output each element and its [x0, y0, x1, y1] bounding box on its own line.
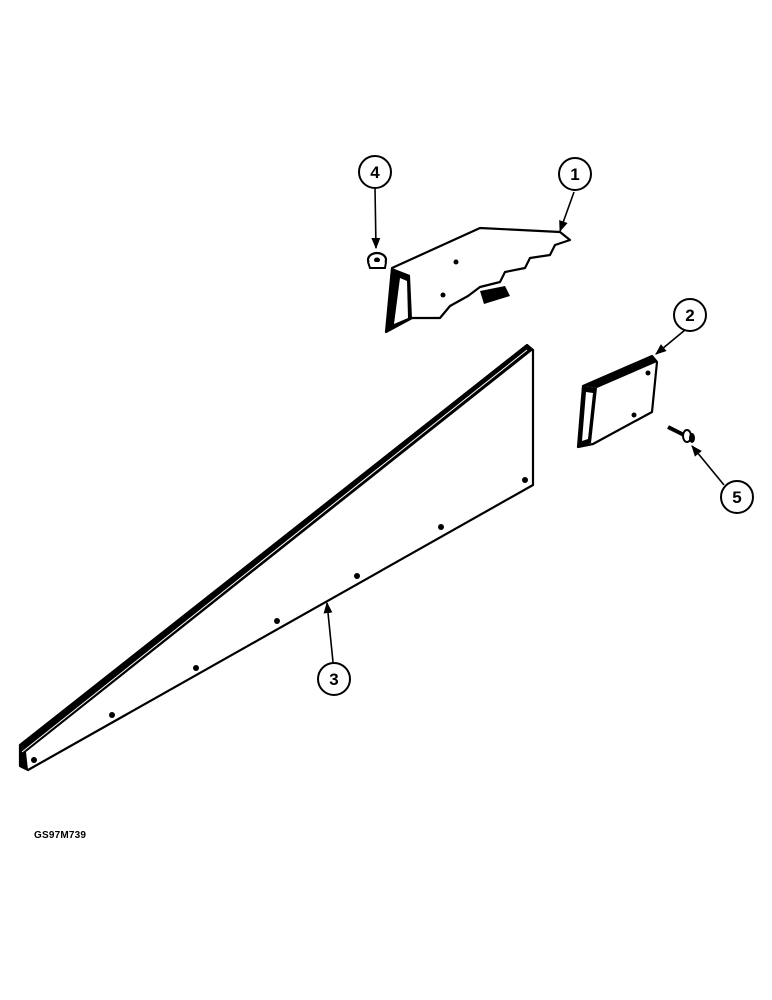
- callout-4: 4: [358, 155, 392, 189]
- callout-2: 2: [673, 298, 707, 332]
- leader-5: [691, 445, 725, 486]
- upper-stepped-plate: [384, 226, 572, 334]
- callout-label: 3: [329, 670, 338, 689]
- callout-label: 4: [370, 163, 380, 182]
- leader-4: [371, 187, 381, 250]
- callout-3: 3: [317, 662, 351, 696]
- figure-id: GS97M739: [34, 830, 87, 841]
- small-plate: [576, 354, 659, 449]
- leader-1: [559, 191, 575, 233]
- callout-5: 5: [720, 480, 754, 514]
- leader-lines: [323, 187, 725, 663]
- callout-label: 1: [570, 165, 579, 184]
- leader-3: [323, 601, 334, 663]
- nut: [366, 251, 388, 269]
- leader-2: [655, 329, 686, 355]
- callout-label: 2: [685, 306, 694, 325]
- bolt: [667, 425, 695, 443]
- triangular-panel: [18, 343, 535, 772]
- callout-label: 5: [732, 488, 741, 507]
- callout-1: 1: [558, 157, 592, 191]
